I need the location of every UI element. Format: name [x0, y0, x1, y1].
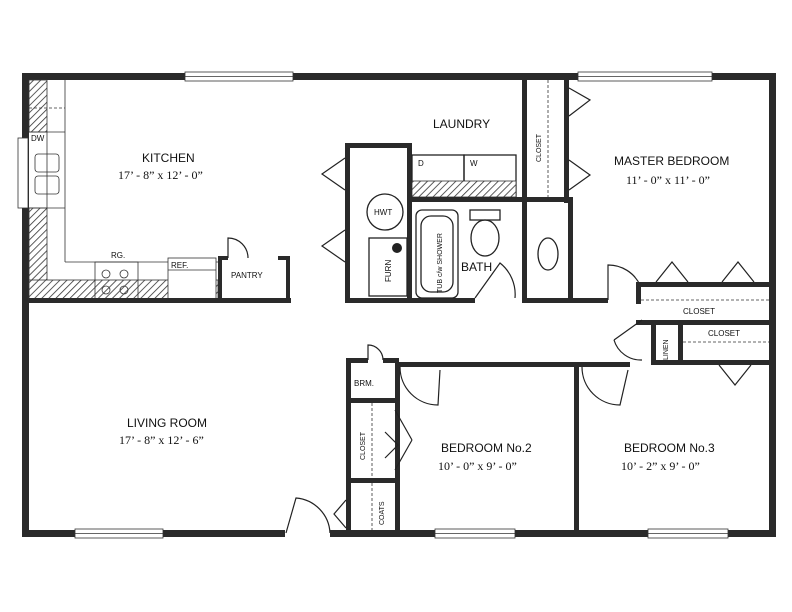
windows [17, 71, 729, 539]
refrigerator-label: REF. [171, 261, 188, 270]
coats-closet-label: COATS [379, 501, 386, 525]
kitchen-counters [28, 79, 291, 303]
bedroom2-size: 10’ - 0” x 9’ - 0” [438, 459, 517, 473]
laundry-area [320, 143, 572, 303]
broom-closet-label: BRM. [354, 379, 374, 388]
dryer-label: D [418, 159, 424, 168]
master-bedroom-name: MASTER BEDROOM [614, 154, 729, 168]
bath-name: BATH [461, 260, 492, 274]
living-room-name: LIVING ROOM [127, 416, 207, 430]
master-closet-label: CLOSET [683, 307, 715, 316]
hot-water-tank-label: HWT [374, 208, 392, 217]
laundry-closet [522, 80, 592, 203]
dishwasher-label: DW [31, 134, 45, 143]
laundry-name: LAUNDRY [433, 117, 490, 131]
tub-shower-label: TUB c/w SHOWER [437, 233, 444, 293]
laundry-closet-label: CLOSET [536, 133, 543, 162]
master-walls [568, 261, 769, 325]
pantry-label: PANTRY [231, 271, 263, 280]
furnace-label: FURN [384, 260, 393, 282]
living-room-size: 17’ - 8” x 12’ - 6” [119, 433, 204, 447]
master-bedroom-size: 11’ - 0” x 11’ - 0” [626, 173, 710, 187]
entry-door [263, 497, 350, 538]
bed2-closet-label: CLOSET [360, 431, 367, 460]
range-label: RG. [111, 251, 125, 260]
kitchen-size: 17’ - 8” x 12’ - 0” [118, 168, 203, 182]
kitchen-name: KITCHEN [142, 151, 195, 165]
storage-column [333, 344, 413, 530]
linen-label: LINEN [663, 339, 670, 360]
bedroom3-size: 10’ - 2” x 9’ - 0” [621, 459, 700, 473]
washer-label: W [470, 159, 478, 168]
bedroom2-name: BEDROOM No.2 [441, 441, 532, 455]
exterior-walls [22, 73, 776, 537]
bathroom [415, 197, 573, 303]
bedroom3-name: BEDROOM No.3 [624, 441, 715, 455]
bed3-closet-label: CLOSET [708, 329, 740, 338]
hall-linen [613, 319, 769, 386]
